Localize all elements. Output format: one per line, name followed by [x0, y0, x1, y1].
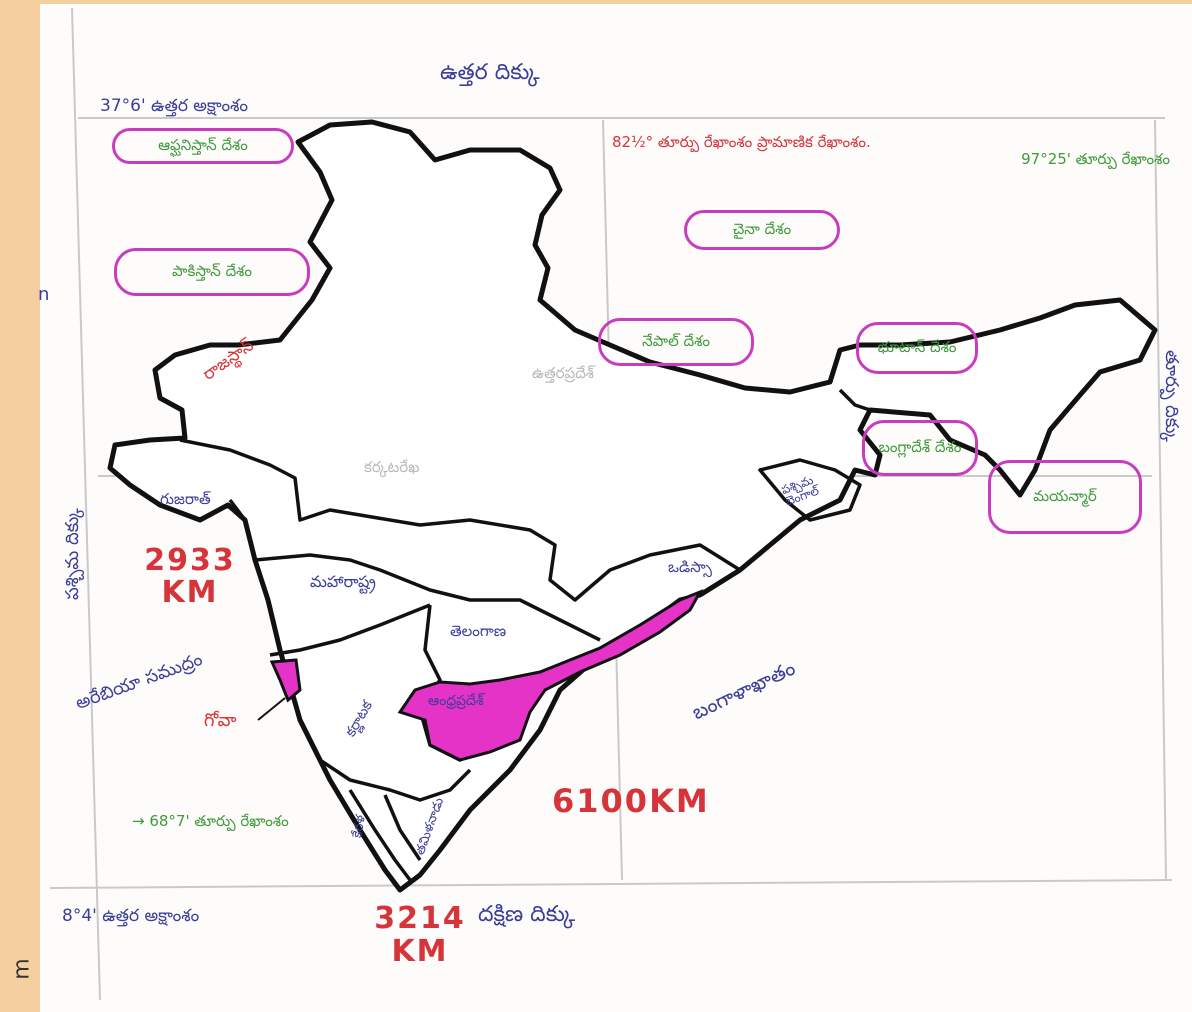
andhra-pradesh-highlight — [397, 589, 704, 762]
neighbour-pill-afghanistan: ఆఫ్ఘనిస్తాన్ దేశం — [112, 128, 294, 164]
goa-highlight — [269, 658, 302, 703]
north-latitude-label: 37°6' ఉత్తర అక్షాంశం — [100, 96, 249, 116]
margin-mark-top: n — [38, 284, 50, 305]
neighbour-pill-nepal: నేపాల్ దేశం — [598, 318, 754, 366]
state-gujarat: గుజరాత్ — [160, 490, 211, 508]
neighbour-pill-pakistan: పాకిస్తాన్ దేశం — [114, 248, 310, 296]
east-direction-label: తూర్పు దిక్కు — [1161, 350, 1182, 442]
state-goa: గోవా — [204, 710, 237, 731]
south-direction-label: దక్షిణ దిక్కు — [478, 902, 576, 927]
south-latitude-label: 8°4' ఉత్తర అక్షాంశం — [62, 906, 200, 926]
state-telangana: తెలంగాణ — [450, 622, 507, 640]
ns-distance-label: 3214 KM — [374, 901, 466, 969]
coastline-distance-label: 6100KM — [552, 782, 710, 820]
state-andhra-pradesh: ఆంధ్రప్రదేశ్ — [428, 693, 484, 709]
east-longitude-label: 97°25' తూర్పు రేఖాంశం — [1021, 150, 1170, 168]
state-maharashtra: మహారాష్ట్ర — [310, 572, 376, 591]
state-kerala: కేరళ — [350, 813, 369, 840]
ew-distance-label: 2933 KM — [144, 543, 236, 610]
state-borders — [179, 388, 871, 882]
state-odisha: ఒడిస్సా — [668, 558, 712, 576]
margin-mark-bottom: m — [9, 958, 35, 980]
neighbour-pill-china: చైనా దేశం — [684, 210, 840, 250]
uttar-pradesh-label: ఉత్తరప్రదేశ్ — [532, 364, 595, 382]
standard-meridian-label: 82½° తూర్పు రేఖాంశం ప్రామాణిక రేఖాంశం. — [612, 133, 871, 151]
neighbour-pill-bangladesh: బంగ్లాదేశ్ దేశం — [862, 420, 978, 476]
neighbour-pill-myanmar: మయన్మార్ — [988, 460, 1142, 534]
goa-arrow — [257, 697, 286, 721]
neighbour-pill-bhutan: భూటాన్ దేశం — [856, 322, 978, 374]
west-longitude-label: → 68°7' తూర్పు రేఖాంశం — [132, 812, 289, 830]
tropic-of-cancer-label: కర్కటరేఖ — [364, 458, 420, 476]
india-outline — [107, 119, 1158, 893]
north-direction-label: ఉత్తర దిక్కు — [440, 60, 540, 85]
west-direction-label: పశ్చిమ దిక్కు — [62, 508, 83, 600]
